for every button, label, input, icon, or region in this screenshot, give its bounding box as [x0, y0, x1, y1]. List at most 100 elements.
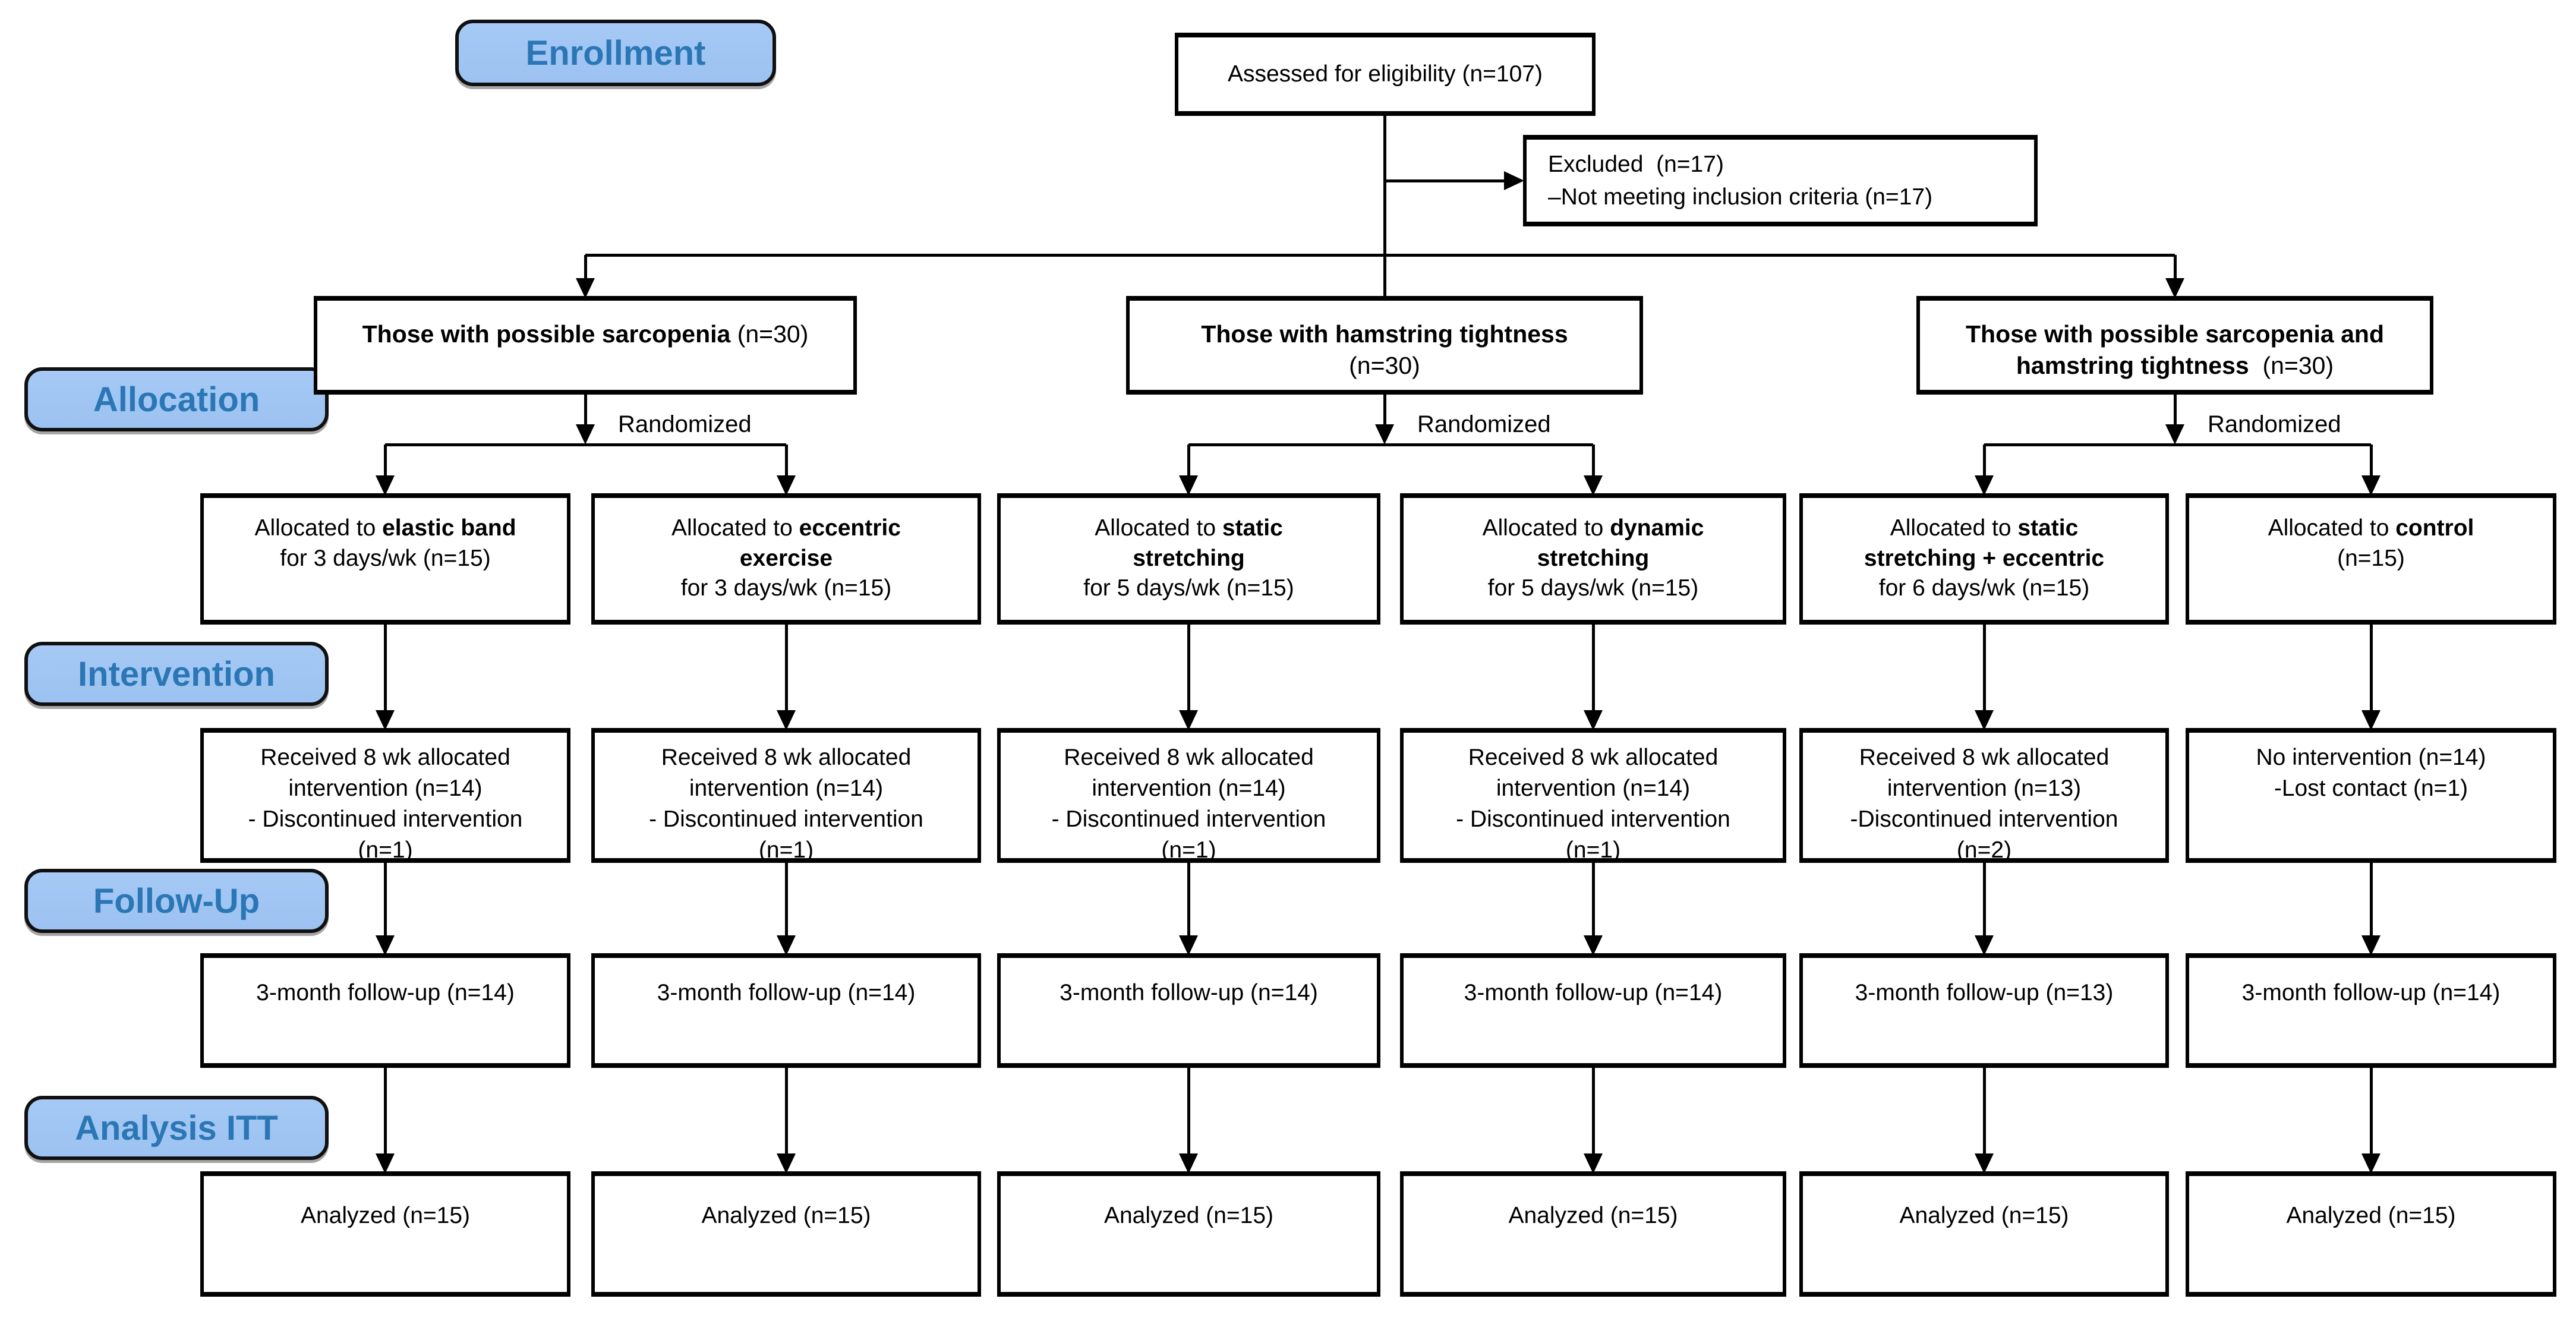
text-line: (n=1): [1161, 837, 1216, 863]
arrowhead-down-icon: [777, 710, 796, 730]
text-line: -Lost contact (n=1): [2274, 775, 2468, 801]
arrowhead-down-icon: [777, 935, 796, 956]
arrowhead-down-icon: [376, 935, 395, 956]
text-line: for 5 days/wk (n=15): [1487, 575, 1699, 601]
stage-label-followup: Follow-Up: [24, 869, 329, 933]
text-line: for 5 days/wk (n=15): [1083, 575, 1294, 601]
arrowhead-right-icon: [1504, 171, 1524, 190]
arrowhead-down-icon: [1975, 710, 1994, 730]
text-line: (n=30): [1349, 352, 1420, 380]
connector-line: [784, 862, 788, 938]
text-line: intervention (n=14): [1496, 775, 1691, 801]
arrowhead-down-icon: [1584, 935, 1603, 956]
connector-line: [1383, 393, 1386, 427]
connector-line: [2173, 255, 2177, 280]
arrowhead-down-icon: [1975, 935, 1994, 956]
assessed-box: Assessed for eligibility (n=107): [1175, 33, 1596, 116]
connector-line: [1187, 623, 1190, 713]
text-line: intervention (n=14): [288, 775, 483, 801]
arrowhead-down-icon: [777, 475, 796, 496]
text-line: Those with possible sarcopenia and: [1966, 320, 2384, 348]
followup-box-3: 3-month follow-up (n=14): [997, 953, 1380, 1068]
arrowhead-down-icon: [376, 475, 395, 496]
text-line: (n=1): [1565, 837, 1621, 863]
arrowhead-down-icon: [376, 1153, 395, 1174]
connector-line: [383, 445, 387, 478]
connector-line: [383, 1067, 387, 1156]
connector-line: [784, 623, 788, 713]
randomized-label-1: Randomized: [618, 411, 752, 437]
arrowhead-down-icon: [576, 424, 595, 445]
connector-line: [1984, 443, 2371, 446]
stage-label-allocation: Allocation: [24, 367, 329, 431]
text-line: -Discontinued intervention: [1850, 806, 2118, 832]
arrowhead-down-icon: [1179, 935, 1198, 956]
text-line: –Not meeting inclusion criteria (n=17): [1548, 184, 1933, 210]
analyzed-box-6: Analyzed (n=15): [2186, 1171, 2556, 1297]
text-line: for 3 days/wk (n=15): [280, 545, 491, 571]
arrowhead-down-icon: [1975, 475, 1994, 496]
text-line: Allocated to dynamic: [1482, 515, 1704, 541]
intervention-box-6: No intervention (n=14)-Lost contact (n=1…: [2186, 728, 2556, 863]
arrowhead-down-icon: [777, 1153, 796, 1174]
text-line: - Discontinued intervention: [1051, 806, 1326, 832]
text-line: (n=1): [758, 837, 814, 863]
arrowhead-down-icon: [2361, 475, 2380, 496]
connector-line: [1982, 1067, 1986, 1156]
arrowhead-down-icon: [376, 710, 395, 730]
text-line: hamstring tightness (n=30): [2016, 352, 2334, 380]
connector-line: [584, 255, 587, 280]
text-line: Allocated to static: [1890, 515, 2079, 541]
allocation-box-4: Allocated to dynamic stretching for 5 days…: [1400, 493, 1786, 625]
connector-line: [584, 393, 587, 427]
connector-line: [2369, 862, 2373, 938]
connector-line: [2173, 393, 2177, 427]
connector-line: [1591, 623, 1595, 713]
text-line: Allocated to control: [2268, 515, 2474, 541]
arrowhead-down-icon: [1584, 1153, 1603, 1174]
connector-line: [784, 1067, 788, 1156]
text-line: Those with possible sarcopenia (n=30): [362, 320, 809, 348]
connector-line: [385, 443, 786, 446]
text-line: - Discontinued intervention: [248, 806, 523, 832]
arrowhead-down-icon: [2165, 278, 2184, 298]
text-line: Excluded (n=17): [1548, 151, 1724, 177]
text-line: for 3 days/wk (n=15): [680, 575, 892, 601]
text-line: stretching: [1133, 545, 1245, 571]
intervention-box-4: Received 8 wk allocated intervention (n=1…: [1400, 728, 1786, 863]
arrowhead-down-icon: [1975, 1153, 1994, 1174]
arrowhead-down-icon: [1179, 475, 1198, 496]
connector-line: [1187, 862, 1190, 938]
text-line: for 6 days/wk (n=15): [1878, 575, 2090, 601]
text-line: exercise: [739, 545, 833, 571]
text-line: stretching + eccentric: [1864, 545, 2105, 571]
text-line: Received 8 wk allocated: [260, 745, 510, 770]
connector-line: [1383, 115, 1386, 296]
intervention-box-1: Received 8 wk allocated intervention (n=1…: [200, 728, 570, 863]
connector-line: [2369, 445, 2373, 478]
text-line: Received 8 wk allocated: [1468, 745, 1719, 770]
connector-line: [1187, 445, 1190, 478]
connector-line: [383, 862, 387, 938]
analyzed-box-1: Analyzed (n=15): [200, 1171, 570, 1297]
allocation-box-5: Allocated to static stretching + eccentri…: [1799, 493, 2169, 625]
arrowhead-down-icon: [1179, 1153, 1198, 1174]
text-line: Received 8 wk allocated: [1859, 745, 2110, 770]
connector-line: [1982, 862, 1986, 938]
connector-line: [1187, 1067, 1190, 1156]
arrowhead-down-icon: [1375, 424, 1394, 445]
analyzed-box-2: Analyzed (n=15): [591, 1171, 981, 1297]
group-box-hamstring: Those with hamstring tightness(n=30): [1126, 296, 1643, 395]
analyzed-box-3: Analyzed (n=15): [997, 1171, 1380, 1297]
text-line: - Discontinued intervention: [649, 806, 923, 832]
stage-label-enrollment: Enrollment: [455, 20, 776, 86]
text-line: stretching: [1537, 545, 1650, 571]
text-line: (n=2): [1956, 837, 2012, 863]
connector-line: [2369, 623, 2373, 713]
